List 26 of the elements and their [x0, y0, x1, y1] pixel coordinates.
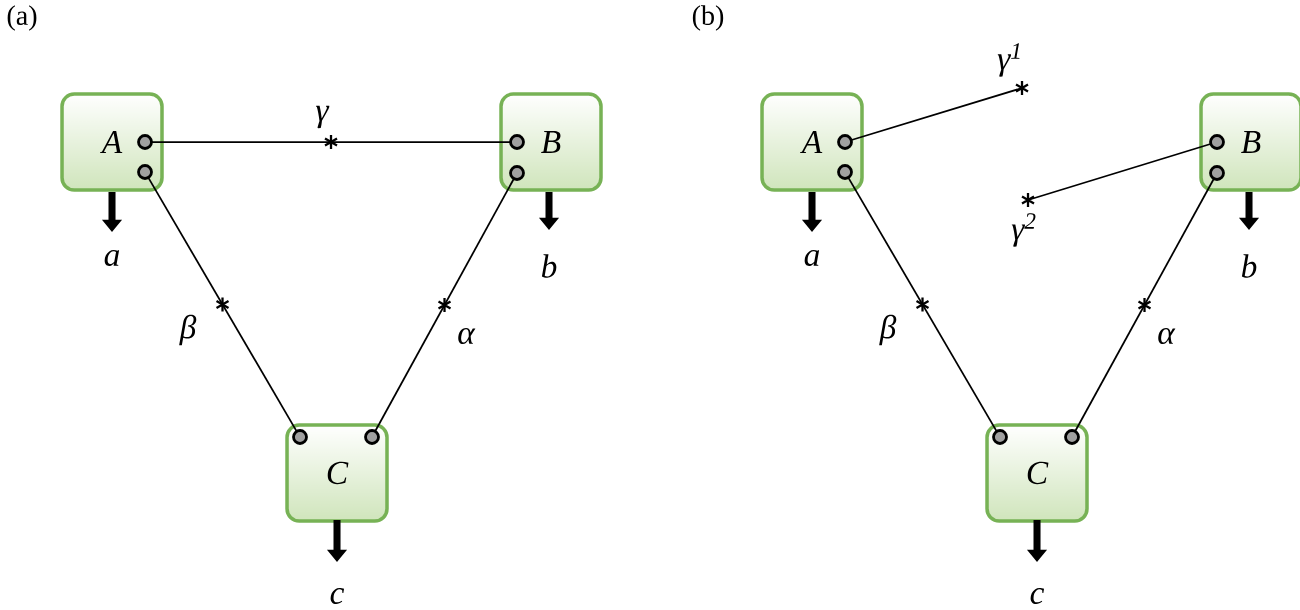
panel-label: (b): [692, 5, 724, 31]
output-label: b: [1241, 254, 1257, 278]
panel-label: (a): [7, 5, 37, 31]
edge-label: β: [179, 314, 197, 346]
connector-line: [151, 141, 512, 143]
process-box: B: [499, 92, 603, 192]
edge-label: α: [458, 328, 476, 345]
process-box: B: [1199, 92, 1300, 192]
edge-label: β: [879, 314, 897, 346]
process-box: A: [760, 92, 864, 192]
output-label: c: [1030, 588, 1045, 605]
output-label: γ$^{2}$: [1011, 213, 1036, 247]
edge-label: α: [1158, 328, 1176, 345]
connector-line: [147, 177, 298, 432]
edge-label: γ: [316, 105, 330, 129]
process-box: A: [60, 92, 164, 192]
output-label: a: [804, 250, 820, 267]
output-label: c: [330, 588, 345, 605]
output-label: b: [541, 254, 557, 278]
output-label: a: [104, 250, 120, 267]
connector-line: [847, 177, 998, 432]
process-box: C: [985, 423, 1089, 523]
output-label: γ$^{1}$: [997, 43, 1020, 77]
process-box: C: [285, 423, 389, 523]
connector-line: [374, 178, 515, 432]
connector-line: [1074, 178, 1215, 432]
